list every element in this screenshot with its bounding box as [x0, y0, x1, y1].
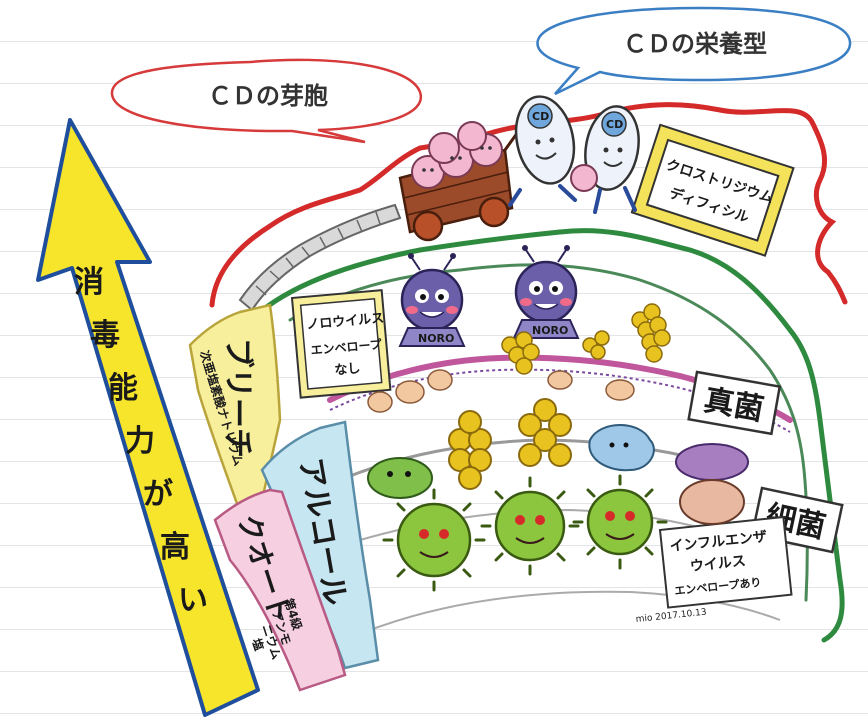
arrow-shape	[36, 118, 260, 717]
blue-bacterium	[588, 424, 655, 472]
spore-bubble-text: ＣＤの芽胞	[208, 82, 328, 110]
vegetative-bubble: ＣＤの栄養型	[536, 6, 852, 96]
spore-bubble: ＣＤの芽胞	[110, 58, 423, 144]
cart-wheel	[478, 196, 510, 228]
spore-boundary-line	[209, 102, 848, 308]
arrow-char: 能	[108, 371, 138, 406]
arrow-char: い	[178, 583, 208, 618]
arrow-label: 消 毒 能 力 が 高 い	[74, 265, 208, 618]
cd-character: CD	[508, 95, 577, 207]
bleach-label: ブリーチ	[220, 338, 255, 458]
cart-wheel	[412, 210, 444, 242]
cd-character: CD	[570, 105, 640, 214]
yellow-cocci	[448, 398, 572, 490]
norovirus-line1: ノロウイルス	[306, 311, 385, 333]
fungi-sign: 真菌	[687, 370, 782, 436]
purple-bacterium	[675, 443, 749, 525]
virus-tag: NORO	[418, 332, 454, 345]
artist-signature: mio 2017.10.13	[635, 608, 707, 625]
brick-wall	[238, 203, 402, 312]
bacteria-sign: 細菌	[750, 486, 844, 554]
arrow-char: が	[143, 477, 173, 512]
influenza-virus	[382, 488, 486, 592]
norovirus-line3: なし	[334, 361, 361, 378]
influenza-sign: インフルエンザ ウイルス エンベロープあり	[658, 515, 793, 609]
norovirus-character: NORO	[398, 253, 466, 347]
svg-text:塩: 塩	[249, 636, 267, 652]
influenza-virus	[480, 476, 580, 576]
arrow-char: 毒	[90, 318, 120, 353]
fungi-cluster	[501, 303, 671, 375]
green-bacterium	[367, 457, 433, 499]
bottom-layer-line	[369, 590, 781, 631]
cd-tag: CD	[532, 110, 549, 123]
virus-tag: NORO	[532, 324, 568, 337]
cd-tag: CD	[606, 118, 623, 131]
arrow-char: 高	[160, 530, 190, 565]
yeast-cells	[367, 369, 635, 413]
disinfection-arrow: 消 毒 能 力 が 高 い	[36, 118, 260, 717]
norovirus-sign: ノロウイルス エンベロープ なし	[290, 289, 392, 399]
vegetative-bubble-text: ＣＤの栄養型	[623, 30, 767, 58]
clostridium-sign: クロストリジウム ディフィシル	[630, 123, 795, 257]
influenza-virus	[572, 474, 668, 570]
bleach-panel: ブリーチ 次亜塩素酸ナトリウム	[188, 303, 282, 514]
arrow-char: 力	[125, 424, 155, 459]
influenza-line2: ウイルス	[689, 553, 746, 575]
norovirus-line2: エンベロープ	[310, 336, 383, 357]
norovirus-character: NORO	[512, 245, 580, 339]
spore-pile	[411, 121, 503, 189]
arrow-char: 消	[74, 265, 104, 300]
spore-cart	[398, 117, 530, 242]
